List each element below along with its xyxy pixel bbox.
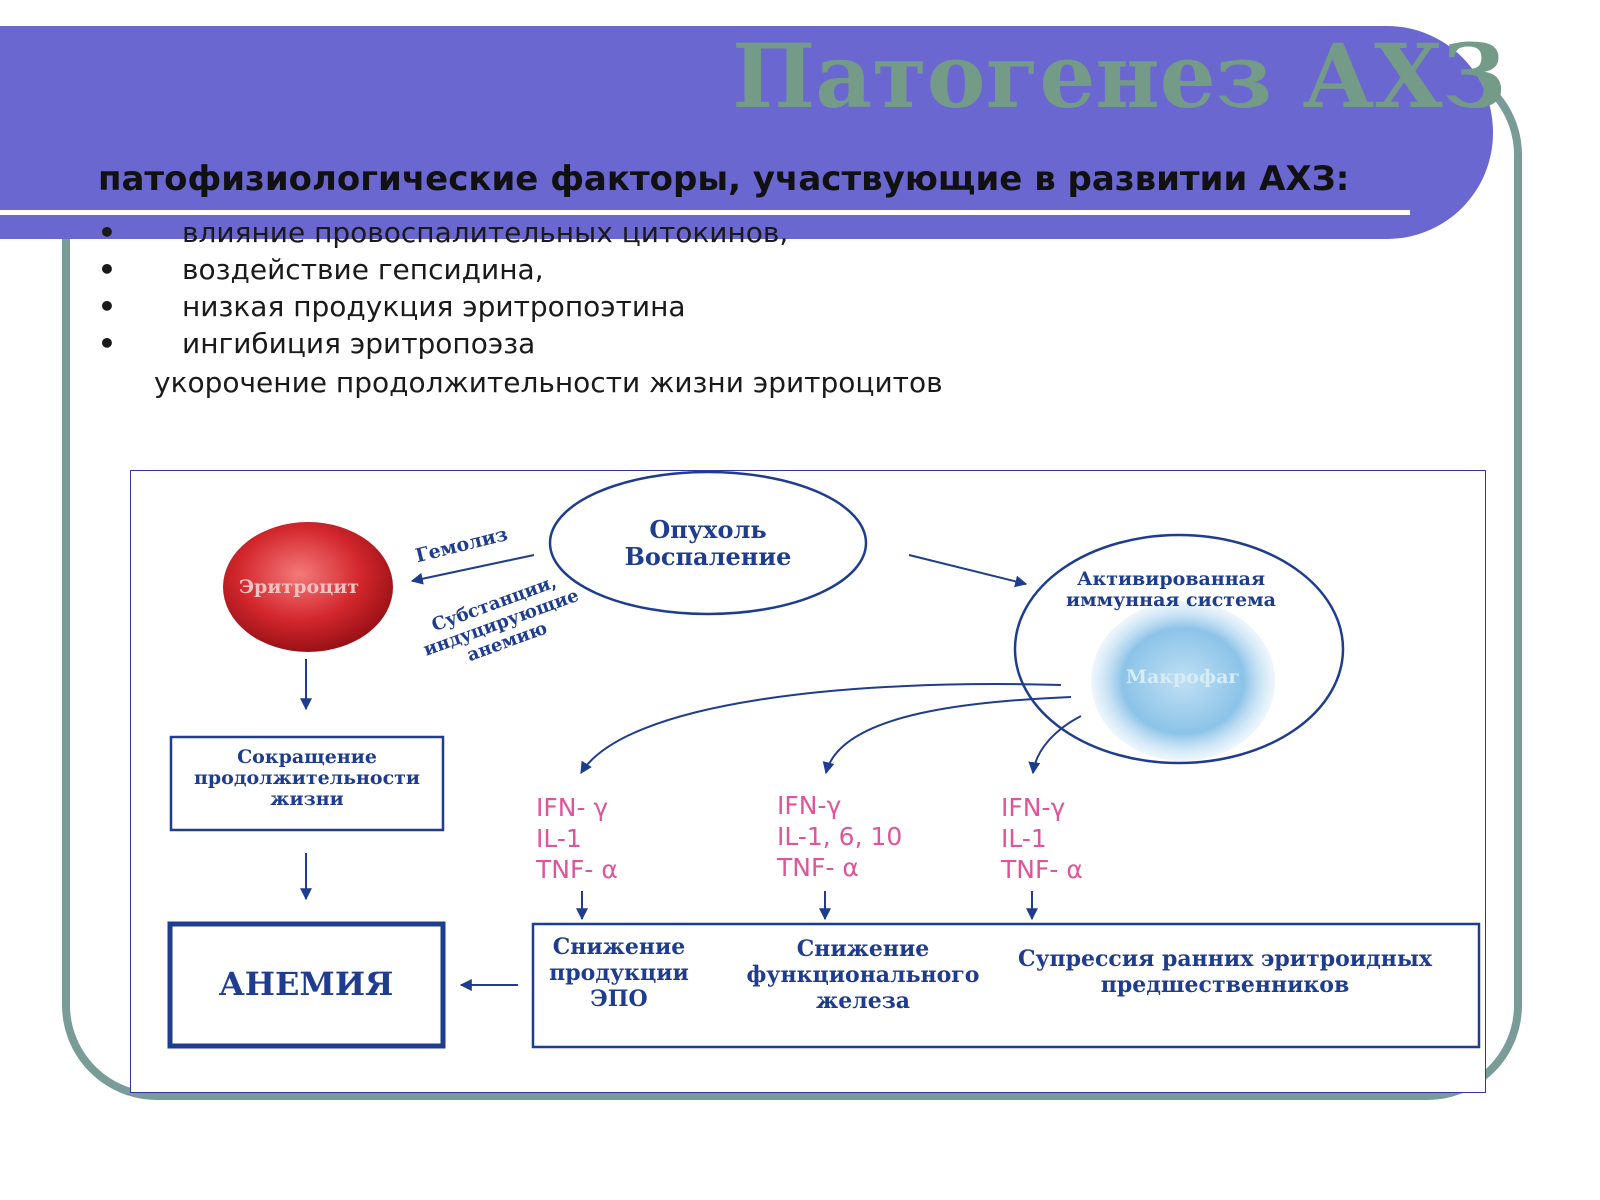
macrophage-arrow-epo bbox=[580, 683, 1062, 775]
lifespan-label: продолжительности bbox=[194, 767, 420, 789]
erythrocyte-icon bbox=[223, 522, 393, 652]
lifespan-box bbox=[169, 735, 445, 832]
banner-divider bbox=[0, 210, 1410, 215]
immune-label: иммунная система bbox=[1066, 589, 1276, 611]
diagram-canvas: Опухоль Воспаление Эритроцит Гемолиз Суб… bbox=[167, 471, 1481, 1049]
suppression-label: предшественников bbox=[1101, 972, 1349, 998]
effects-box bbox=[531, 922, 1481, 1049]
cytokine-ifn: IFN- γ bbox=[536, 793, 608, 822]
iron-label: Снижение bbox=[797, 936, 930, 962]
inflammation-label: Воспаление bbox=[625, 542, 792, 571]
tumor-to-immune-arrow bbox=[908, 554, 1028, 588]
cytokine-tnf: TNF- α bbox=[776, 853, 859, 882]
cytokine-il: IL-1 bbox=[536, 824, 582, 853]
hemolysis-label: Гемолиз bbox=[413, 523, 510, 567]
factors-list: • влияние провоспалительных цитокинов, • в… bbox=[90, 214, 788, 362]
factor-item: • низкая продукция эритропоэтина bbox=[90, 288, 788, 325]
epo-label: ЭПО bbox=[590, 986, 647, 1012]
bullet-icon: • bbox=[98, 327, 116, 360]
bullet-icon: • bbox=[98, 290, 116, 323]
lifespan-label: Сокращение bbox=[237, 746, 377, 768]
factor-text: низкая продукция эритропоэтина bbox=[182, 290, 686, 323]
iron-label: железа bbox=[816, 988, 910, 1014]
tumor-ellipse bbox=[548, 471, 868, 616]
cytokine-il: IL-1, 6, 10 bbox=[777, 822, 902, 851]
tumor-label: Опухоль bbox=[649, 515, 766, 544]
pathogenesis-diagram: Опухоль Воспаление Эритроцит Гемолиз Суб… bbox=[130, 470, 1486, 1093]
cytokine-tnf: TNF- α bbox=[1000, 855, 1083, 884]
epo-label: Снижение bbox=[553, 934, 686, 960]
cytokine-ifn: IFN-γ bbox=[777, 791, 841, 820]
factor-text: воздействие гепсидина, bbox=[182, 253, 544, 286]
iron-label: функционального bbox=[747, 962, 980, 988]
cytokine-il: IL-1 bbox=[1001, 824, 1047, 853]
factor-item: • влияние провоспалительных цитокинов, bbox=[90, 214, 788, 251]
cytokine-ifn: IFN-γ bbox=[1001, 793, 1065, 822]
macrophage-icon bbox=[1091, 601, 1275, 761]
hemolysis-arrow bbox=[410, 554, 535, 585]
title-banner bbox=[0, 26, 1493, 239]
cytokine-tnf: TNF- α bbox=[535, 855, 618, 884]
lifespan-label: жизни bbox=[270, 788, 343, 810]
bullet-icon: • bbox=[98, 216, 116, 249]
bullet-icon: • bbox=[98, 253, 116, 286]
anemia-box bbox=[167, 921, 446, 1049]
factor-text: влияние провоспалительных цитокинов, bbox=[182, 216, 789, 249]
factor-item: • ингибиция эритропоэза bbox=[90, 325, 788, 362]
macrophage-arrow-suppression bbox=[1028, 715, 1082, 775]
epo-label: продукции bbox=[549, 960, 689, 986]
suppression-label: Супрессия ранних эритроидных bbox=[1018, 946, 1433, 972]
macrophage-arrow-iron bbox=[822, 696, 1072, 775]
erythrocyte-label: Эритроцит bbox=[239, 576, 359, 598]
slide-title: Патогенез АХЗ bbox=[732, 24, 1506, 128]
immune-label: Активированная bbox=[1077, 568, 1265, 590]
anemia-label: АНЕМИЯ bbox=[219, 965, 394, 1003]
slide-subtitle: патофизиологические факторы, участвующие… bbox=[98, 159, 1350, 199]
factor-extra-line: укорочение продолжительности жизни эритр… bbox=[154, 366, 943, 399]
macrophage-label: Макрофаг bbox=[1126, 666, 1240, 688]
factor-text: ингибиция эритропоэза bbox=[182, 327, 536, 360]
factor-item: • воздействие гепсидина, bbox=[90, 251, 788, 288]
